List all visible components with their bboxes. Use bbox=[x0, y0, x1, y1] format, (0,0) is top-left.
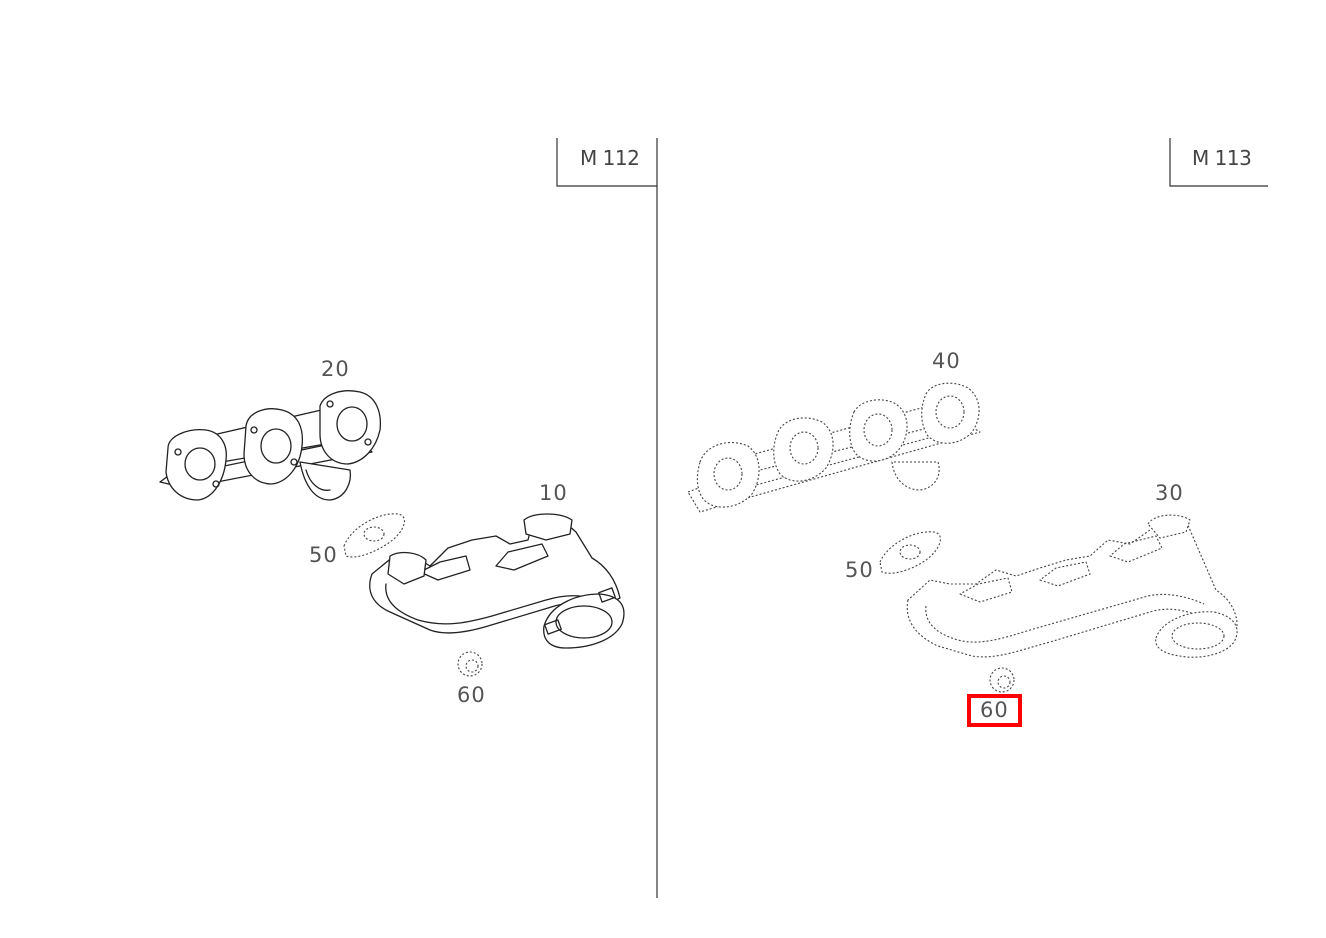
left-nut-60 bbox=[457, 651, 483, 677]
highlight-box bbox=[967, 694, 1022, 727]
left-gasket-50 bbox=[343, 513, 405, 558]
right-manifold-40 bbox=[687, 382, 981, 513]
callout-60-right[interactable]: 60 bbox=[980, 698, 1009, 722]
callout-20[interactable]: 20 bbox=[321, 357, 350, 381]
callout-50-right[interactable]: 50 bbox=[845, 558, 874, 582]
right-gasket-50 bbox=[879, 531, 941, 574]
right-manifold-30 bbox=[906, 514, 1238, 658]
left-manifold-20 bbox=[159, 390, 382, 501]
panel-frames bbox=[556, 138, 1268, 898]
callout-50-left[interactable]: 50 bbox=[309, 543, 338, 567]
right-nut-60 bbox=[989, 667, 1015, 693]
callout-40[interactable]: 40 bbox=[932, 349, 961, 373]
engine-label-left: M 112 bbox=[580, 146, 640, 170]
callout-30[interactable]: 30 bbox=[1155, 481, 1184, 505]
callout-10[interactable]: 10 bbox=[539, 481, 568, 505]
left-manifold-10 bbox=[369, 513, 625, 649]
callout-60-left[interactable]: 60 bbox=[457, 683, 486, 707]
engine-label-right: M 113 bbox=[1192, 146, 1252, 170]
